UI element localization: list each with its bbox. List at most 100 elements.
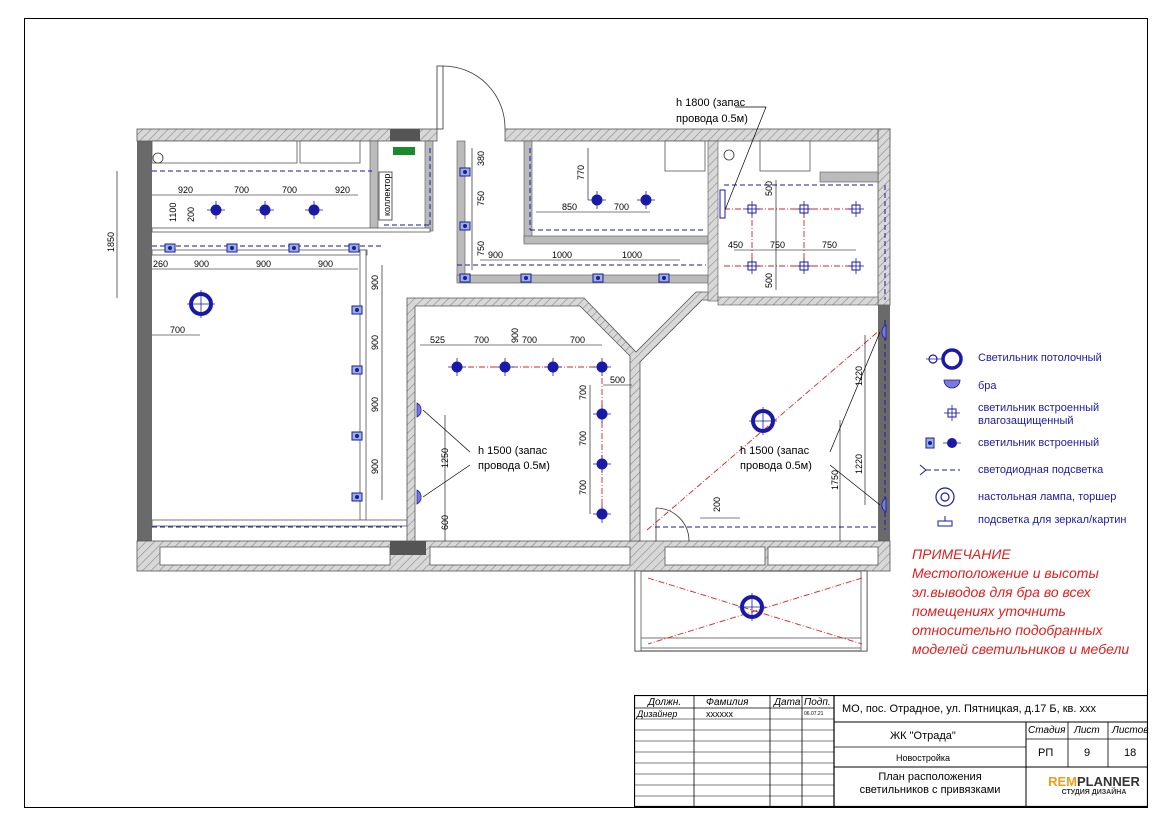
dim-850: 850 — [562, 202, 577, 212]
note-block: ПРИМЕЧАНИЕ Местоположение и высоты эл.вы… — [912, 545, 1129, 659]
legend-mirror-light: подсветка для зеркал/картин — [978, 514, 1127, 526]
logo-rem: REM — [1048, 774, 1078, 789]
dim-600: 600 — [440, 515, 450, 530]
dim-920b: 920 — [335, 185, 350, 195]
dim-700b: 700 — [282, 185, 297, 195]
dim-v700b: 700 — [578, 431, 588, 446]
wall-sconce-icon — [943, 379, 961, 389]
dim-v900a: 900 — [370, 275, 380, 290]
dim-900b: 900 — [256, 259, 271, 269]
dim-500a: 500 — [764, 181, 774, 196]
dim-900e: 900 — [510, 328, 520, 343]
sheets-label: Листов — [1112, 725, 1149, 736]
dim-1000a: 1000 — [552, 250, 572, 260]
collector-label: коллектор — [382, 174, 392, 216]
dim-1000b: 1000 — [622, 250, 642, 260]
dimension-lines — [116, 148, 866, 541]
track-lights — [164, 167, 670, 502]
drawing-title-line2: светильников с привязками — [859, 784, 1001, 796]
stage-label: Стадия — [1028, 725, 1066, 736]
legend-icons — [919, 348, 963, 527]
sheet-label: Лист — [1074, 725, 1100, 736]
drawing-frame — [24, 18, 1148, 808]
legend-wall-sconce: бра — [978, 380, 997, 392]
dim-700e: 700 — [474, 335, 489, 345]
dim-1850: 1850 — [106, 232, 116, 252]
dim-v900c: 900 — [370, 397, 380, 412]
dim-900a: 900 — [194, 259, 209, 269]
dim-1750: 1750 — [830, 470, 840, 490]
note-line: эл.выводов для бра во всех — [912, 584, 1091, 600]
dim-700d: 700 — [614, 202, 629, 212]
note-title: ПРИМЕЧАНИЕ — [912, 546, 1011, 562]
waterproof-recessed-light-icon — [944, 405, 960, 421]
annotations: h 1800 (запас провода 0.5м) h 1500 (запа… — [478, 97, 812, 472]
dim-260: 260 — [153, 259, 168, 269]
col-date: Дата — [774, 697, 801, 708]
mirror-light — [719, 189, 726, 219]
designer-role: Дизайнер — [637, 709, 678, 719]
drawing-title: План расположения светильников с привязк… — [834, 771, 1026, 797]
h1500b-line2: провода 0.5м) — [740, 460, 812, 472]
h1500a-line2: провода 0.5м) — [478, 460, 550, 472]
col-post: Должн. — [648, 697, 682, 708]
designer-date: 06.07.21 — [804, 711, 824, 717]
dim-525: 525 — [430, 335, 445, 345]
logo-subtitle: СТУДИЯ ДИЗАЙНА — [1061, 789, 1127, 796]
sheets-value: 18 — [1124, 747, 1137, 759]
address: МО, пос. Отрадное, ул. Пятницкая, д.17 Б… — [842, 703, 1097, 715]
ceiling-light-icon — [926, 348, 963, 370]
dim-750a: 750 — [476, 191, 486, 206]
note-line: помещениях уточнить — [912, 603, 1066, 619]
h1800-line1: h 1800 (запас — [676, 97, 746, 109]
dim-750c: 750 — [770, 240, 785, 250]
legend-led-strip: светодиодная подсветка — [978, 464, 1104, 476]
residential-complex: ЖК "Отрада" — [890, 730, 956, 742]
dim-900c: 900 — [318, 259, 333, 269]
drawing-title-line1: План расположения — [878, 771, 982, 783]
dim-700a: 700 — [234, 185, 249, 195]
note-line: моделей светильников и мебели — [912, 641, 1130, 657]
h1800-line2: провода 0.5м) — [676, 113, 748, 125]
note-line: относительно подобранных — [912, 622, 1103, 638]
dim-700c: 700 — [170, 325, 185, 335]
led-strip-icon — [919, 464, 960, 476]
logo-planner: PLANNER — [1077, 774, 1140, 789]
sheet-value: 9 — [1084, 747, 1091, 759]
walls — [136, 65, 891, 652]
dim-380: 380 — [476, 151, 486, 166]
leader-lines — [422, 106, 881, 506]
stage-value: РП — [1038, 747, 1054, 759]
h1500a-line1: h 1500 (запас — [478, 445, 548, 457]
wall-sconces — [416, 324, 887, 513]
dim-500b: 500 — [764, 273, 774, 288]
title-block: Должн. Фамилия Дата Подп. Дизайнер xxxxx… — [634, 695, 1148, 807]
legend-recessed-light: светильник встроенный — [978, 437, 1100, 449]
dim-770: 770 — [576, 165, 586, 180]
dim-700g: 700 — [570, 335, 585, 345]
dim-750b: 750 — [476, 241, 486, 256]
studio-logo: REMPLANNER СТУДИЯ ДИЗАЙНА — [1046, 774, 1142, 797]
dimension-labels: 920 700 700 920 1100 200 1850 260 900 90… — [106, 151, 864, 530]
dim-1220a: 1220 — [854, 366, 864, 386]
dim-v700c: 700 — [578, 480, 588, 495]
dim-1100: 1100 — [168, 203, 178, 222]
mirror-light-icon — [937, 516, 953, 527]
h1500b-line1: h 1500 (запас — [740, 445, 810, 457]
floor-lamp-icon — [935, 487, 955, 507]
title-block-grid — [634, 695, 1148, 807]
dim-1250: 1250 — [440, 448, 450, 468]
note-line: Местоположение и высоты — [912, 565, 1099, 581]
building-type: Новостройка — [896, 753, 950, 763]
led-strips — [152, 148, 886, 530]
dim-450: 450 — [728, 240, 743, 250]
dim-900d: 900 — [488, 250, 503, 260]
waterproof-lights — [743, 200, 865, 275]
dim-v700a: 700 — [578, 385, 588, 400]
legend-waterproof-light: светильник встроенный влагозащищенный — [978, 402, 1100, 427]
col-surname: Фамилия — [706, 697, 749, 708]
dim-v900b: 900 — [370, 335, 380, 350]
dim-500c: 500 — [610, 375, 625, 385]
col-sign: Подп. — [804, 697, 831, 708]
